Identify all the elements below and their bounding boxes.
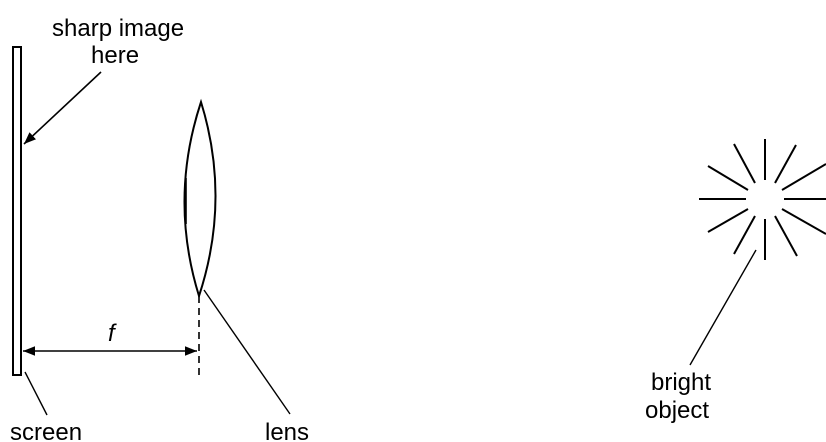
sharp-image-label-line1: sharp image	[52, 15, 184, 42]
screen-leader-line	[24, 371, 48, 416]
lens-label: lens	[265, 419, 309, 442]
bright-object-leader-line	[689, 249, 757, 366]
sharp-image-label-line2: here	[91, 42, 139, 69]
focal-length-label: f	[108, 320, 117, 347]
bright-object-starburst	[699, 139, 826, 260]
sharp-image-pointer-arrow	[23, 71, 102, 145]
bright-object-label-line1: bright	[651, 369, 711, 396]
screen-label: screen	[10, 419, 82, 442]
screen	[12, 46, 22, 376]
bright-object-label-line2: object	[645, 397, 709, 424]
lens	[183, 98, 217, 300]
lens-leader-line	[203, 289, 291, 415]
